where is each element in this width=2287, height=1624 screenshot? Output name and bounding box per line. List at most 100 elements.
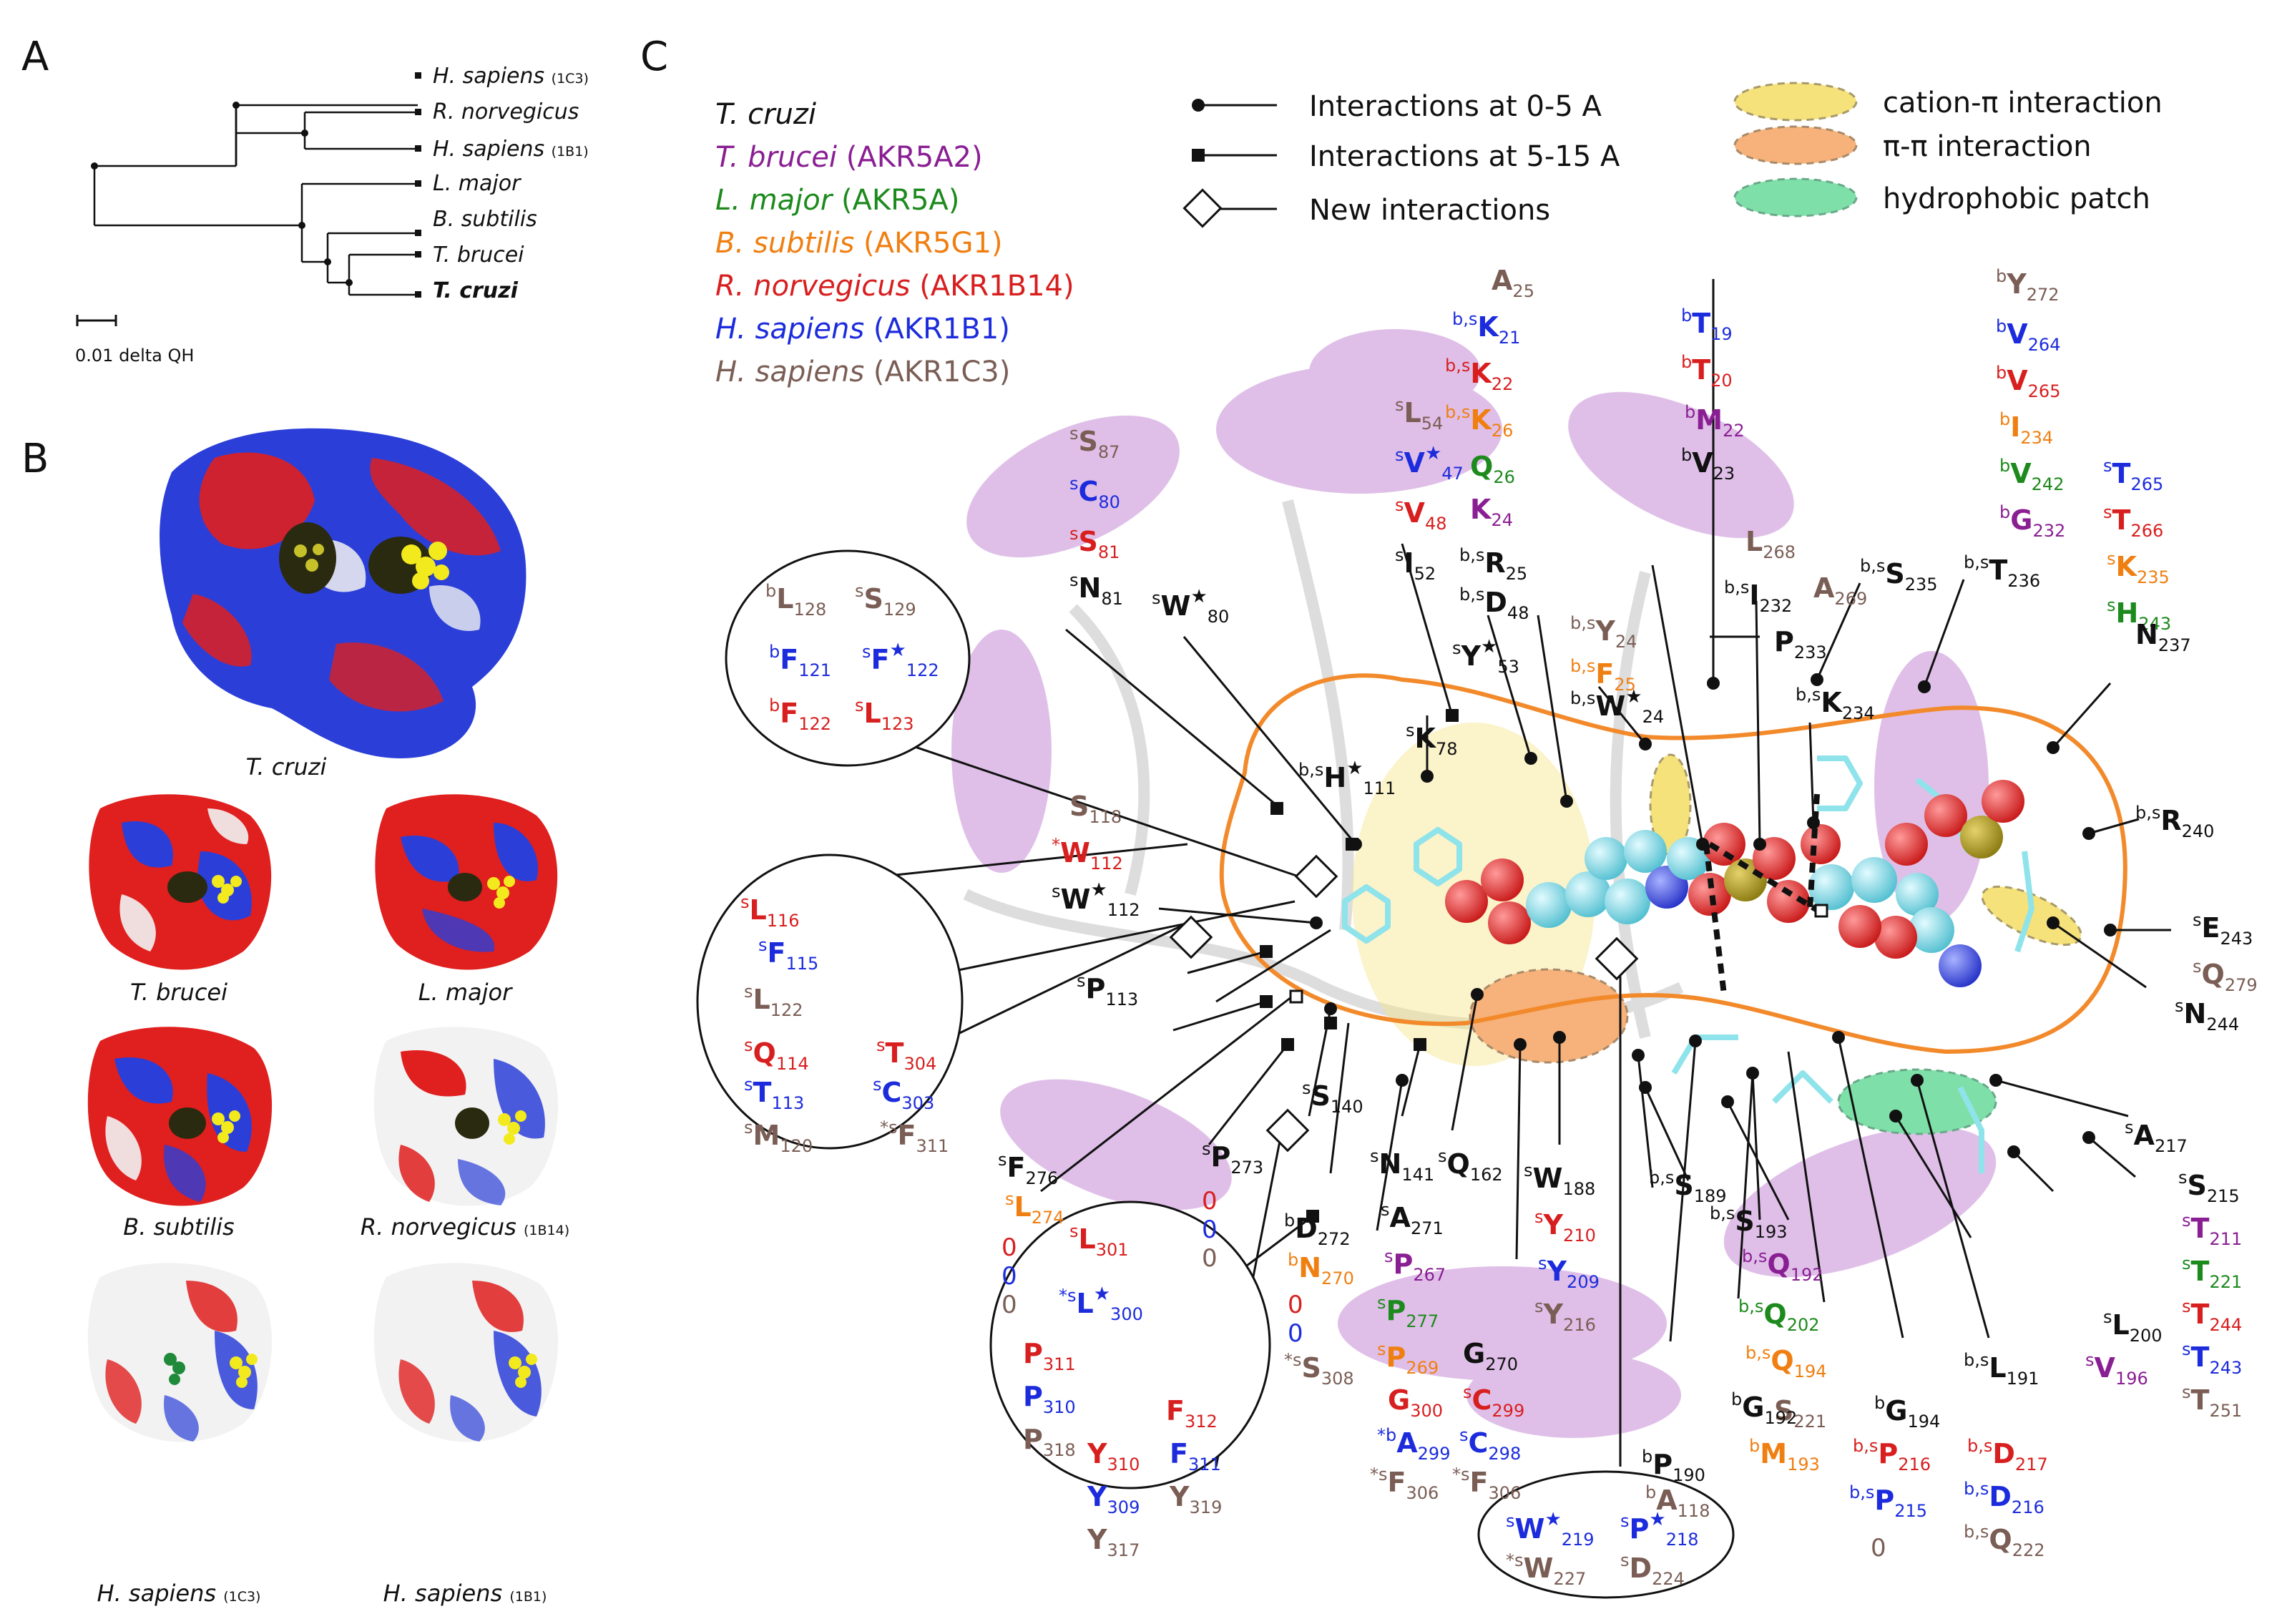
residue-label: K24 xyxy=(1470,494,1513,530)
species-legend-item: T. brucei (AKR5A2) xyxy=(715,141,983,174)
residue-label: S118 xyxy=(1069,791,1122,827)
residue-label: b,sR25 xyxy=(1459,545,1527,584)
residue-label: bV265 xyxy=(1996,363,2060,401)
residue-label: sV48 xyxy=(1395,495,1446,534)
residue-label: b,sT236 xyxy=(1964,552,2040,591)
residue-label: sL116 xyxy=(740,892,800,931)
residue-label: P311 xyxy=(1023,1338,1076,1374)
residue-label: sL301 xyxy=(1069,1221,1129,1260)
residue-label: sH243 xyxy=(2107,595,2171,634)
residue-label: 0 xyxy=(1288,1319,1303,1348)
residue-label: *W112 xyxy=(1052,835,1123,874)
residue-label: sS129 xyxy=(855,581,916,620)
residue-label: sC298 xyxy=(1459,1425,1521,1464)
surface-h-sapiens-1c3 xyxy=(87,1263,273,1442)
residue-label: sP267 xyxy=(1384,1246,1446,1285)
residue-label: bM193 xyxy=(1749,1436,1820,1474)
new-interaction-markers xyxy=(1169,854,1828,1153)
surface-t-brucei xyxy=(89,794,272,970)
legend-diamond-marker xyxy=(1182,188,1223,228)
residue-label: sN81 xyxy=(1069,570,1123,609)
binding-loop xyxy=(1219,673,2127,1055)
residue-label: A25 xyxy=(1492,265,1534,301)
legend-hydrophobic-swatch xyxy=(1733,177,1858,217)
residue-label: sK78 xyxy=(1406,720,1458,759)
residue-label: 0 xyxy=(1002,1233,1017,1262)
residue-label: b,sK26 xyxy=(1445,402,1513,441)
tree-leaf-4: B. subtilis xyxy=(433,207,537,232)
residue-label: bL128 xyxy=(765,581,826,620)
tree-leaf-2: H. sapiens (1B1) xyxy=(433,137,589,162)
residue-label: sT251 xyxy=(2182,1382,2242,1421)
residue-label: sN244 xyxy=(2175,996,2239,1034)
surface-caption-6: H. sapiens (1B1) xyxy=(383,1580,547,1607)
residue-label: sT244 xyxy=(2182,1296,2242,1335)
residue-label: sP★218 xyxy=(1620,1509,1699,1550)
residue-label: sC299 xyxy=(1463,1382,1524,1421)
residue-label: P318 xyxy=(1023,1424,1076,1460)
residue-label: *sF306 xyxy=(1452,1464,1521,1503)
legend-label: Interactions at 0-5 A xyxy=(1309,90,1602,123)
residue-label: sI52 xyxy=(1395,545,1436,584)
species-legend-item: R. norvegicus (AKR1B14) xyxy=(715,270,1074,303)
species-legend-item: H. sapiens (AKR1C3) xyxy=(715,356,1010,388)
panel-label-c: C xyxy=(640,34,668,80)
surface-b-subtilis xyxy=(87,1027,273,1206)
residue-label: sQ279 xyxy=(2193,957,2258,995)
surface-caption-1: T. brucei xyxy=(130,979,227,1006)
residue-label: bF121 xyxy=(769,642,831,680)
residue-label: sA217 xyxy=(2125,1117,2188,1156)
residue-label: sA271 xyxy=(1381,1200,1444,1238)
residue-label: sT304 xyxy=(876,1035,936,1074)
residue-label: bI234 xyxy=(1999,409,2053,448)
residue-label: sW★112 xyxy=(1052,879,1140,920)
residue-label: sD224 xyxy=(1620,1550,1685,1589)
tree-scale-label: 0.01 delta QH xyxy=(75,346,194,366)
residue-label: sY210 xyxy=(1534,1207,1596,1246)
residue-label: A269 xyxy=(1813,572,1867,609)
species-legend-item: B. subtilis (AKR5G1) xyxy=(715,227,1003,260)
residue-label: sE243 xyxy=(2193,910,2253,949)
tree-leaf-1: R. norvegicus xyxy=(433,99,579,124)
species-legend-item: T. cruzi xyxy=(715,98,816,131)
residue-label: sF276 xyxy=(998,1150,1058,1188)
legend-square-marker xyxy=(1192,149,1205,162)
residue-label: sN141 xyxy=(1370,1146,1434,1185)
residue-label: b,sK234 xyxy=(1796,685,1875,723)
residue-label: bP190 xyxy=(1642,1447,1705,1485)
residue-label: bD272 xyxy=(1284,1210,1351,1249)
tree-leaf-6: T. cruzi xyxy=(433,278,519,303)
residue-label: b,sI232 xyxy=(1724,577,1792,616)
residue-label: b,sY24 xyxy=(1570,613,1637,652)
residue-label: sF115 xyxy=(758,935,818,974)
panel-label-a: A xyxy=(21,34,49,80)
residue-label: sK235 xyxy=(2107,549,2170,587)
residue-label: b,sS193 xyxy=(1710,1203,1788,1242)
residue-label: sW★80 xyxy=(1152,586,1229,627)
residue-label: b,sK21 xyxy=(1452,309,1520,348)
residue-label: *sL★300 xyxy=(1059,1283,1143,1324)
legend-label: cation-π interaction xyxy=(1883,87,2163,119)
residue-label: sV196 xyxy=(2085,1350,2148,1389)
residue-label: b,sS235 xyxy=(1860,556,1938,595)
residue-label: *sF306 xyxy=(1370,1464,1439,1503)
residue-label: sT265 xyxy=(2103,456,2163,494)
residue-label: b,sQ222 xyxy=(1964,1522,2045,1560)
residue-label: sL122 xyxy=(744,982,803,1020)
panel-label-b: B xyxy=(21,436,49,482)
residue-label: 0 xyxy=(1202,1244,1218,1273)
residue-labels: A25b,sK21b,sK22b,sK26Q26K24b,sR25bT19bT2… xyxy=(740,265,2258,1589)
residue-label: bV264 xyxy=(1996,316,2060,355)
residue-label: sS215 xyxy=(2178,1168,2240,1206)
residue-label: Y319 xyxy=(1169,1481,1222,1517)
residue-label: P233 xyxy=(1774,626,1827,662)
phylogenetic-tree xyxy=(93,104,418,296)
surface-caption-0: T. cruzi xyxy=(246,753,327,781)
residue-label: sW★219 xyxy=(1506,1509,1595,1550)
legend-label: New interactions xyxy=(1309,194,1550,227)
surface-h-sapiens-1b1 xyxy=(373,1263,559,1442)
patch-legend: cation-π interaction π-π interaction hyd… xyxy=(1733,82,2163,217)
residue-label: bV242 xyxy=(1999,456,2064,494)
residue-callout-ellipses xyxy=(696,549,1735,1599)
surface-caption-3: B. subtilis xyxy=(123,1213,234,1241)
